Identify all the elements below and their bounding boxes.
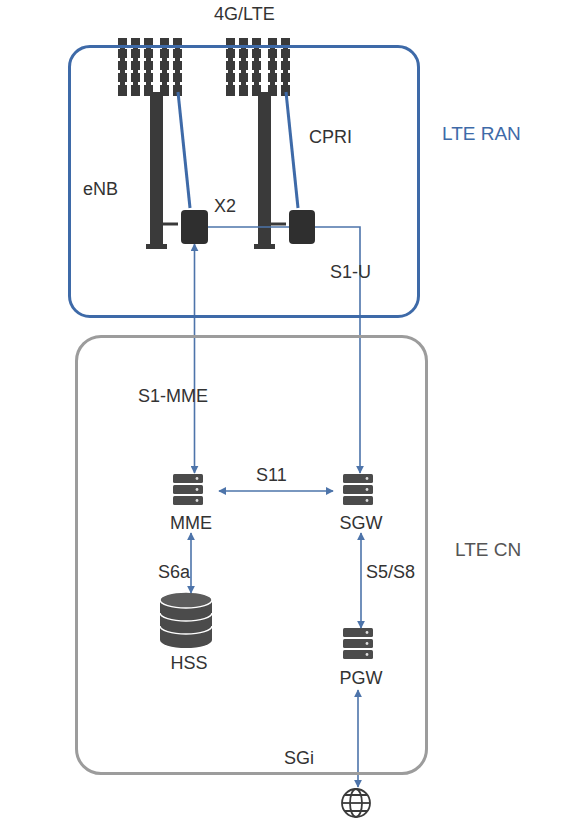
interface-link xyxy=(190,533,192,593)
node-label: PGW xyxy=(313,668,409,688)
core-server: PGW xyxy=(333,628,389,688)
server-icon xyxy=(343,628,373,659)
server-icon xyxy=(343,474,373,505)
internet-globe xyxy=(342,789,370,817)
interface-label: S5/S8 xyxy=(366,562,415,582)
right-tower xyxy=(226,38,298,249)
interface-label: SGi xyxy=(284,748,314,768)
node-label: eNB xyxy=(83,179,118,199)
interface-link xyxy=(219,490,333,492)
left-tower xyxy=(118,38,190,249)
interface-label: X2 xyxy=(214,196,236,216)
node-label: CPRI xyxy=(309,127,352,147)
interface-label: S11 xyxy=(256,465,287,485)
database-icon xyxy=(160,592,212,648)
interface-link xyxy=(208,226,289,228)
node-label: SGW xyxy=(313,513,409,533)
core-server: MME xyxy=(163,473,219,533)
interface-label: S1-MME xyxy=(138,386,208,406)
radio-unit: CPRI xyxy=(289,210,315,244)
database-server: HSS xyxy=(158,593,220,673)
node-label: LTE RAN xyxy=(442,124,521,144)
server-icon xyxy=(173,474,203,505)
interface-label: S6a xyxy=(158,562,190,582)
diagram-title: 4G/LTE xyxy=(214,4,275,24)
network-zone: LTE CNMMESGWHSSPGW xyxy=(75,335,428,775)
interface-link xyxy=(360,533,362,628)
radio-unit: eNB xyxy=(181,210,208,244)
core-server: SGW xyxy=(333,473,389,533)
interface-link xyxy=(194,244,196,473)
interface-label: S1-U xyxy=(330,262,371,282)
node-label: HSS xyxy=(138,653,240,673)
node-label: LTE CN xyxy=(455,540,521,560)
node-label: MME xyxy=(143,513,239,533)
